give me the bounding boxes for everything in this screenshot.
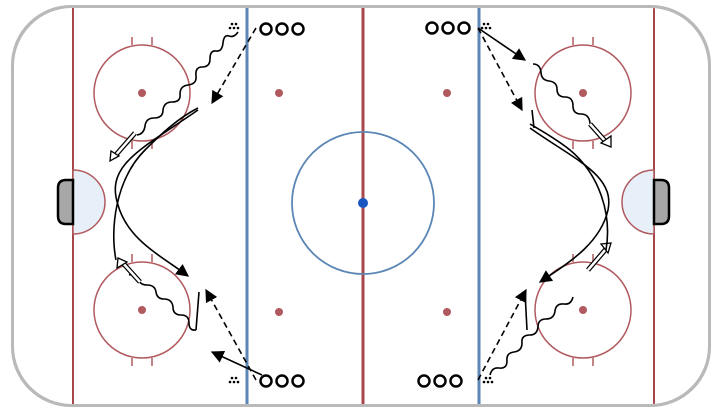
pass-bottom-right [477,288,527,381]
pucks-bottom-right [482,376,494,384]
player-bottom-right-3 [449,374,463,388]
left-net [56,178,75,226]
player-top-right-1 [425,21,439,35]
player-bottom-left-3 [291,374,305,388]
player-bottom-right-2 [433,374,447,388]
puck-piles [228,22,494,384]
player-top-right-2 [441,21,455,35]
center-faceoff-dot [358,198,368,208]
pass-top-left [211,27,257,105]
faceoff-circle-bottom-left [93,254,191,366]
pucks-top-left [228,22,240,30]
return-bottom-left [210,350,263,376]
skate-top-left [114,109,199,277]
player-bottom-left-2 [275,374,289,388]
neutral-dot-bottom-right [443,308,451,316]
right-net [652,178,671,226]
skate-bottom-left [112,107,199,261]
player-top-left-1 [259,22,273,36]
stickhandle-top-right [532,63,599,132]
faceoff-circle-bottom-right [534,254,632,366]
stickhandle-top-left [136,31,239,136]
player-top-left-3 [291,22,305,36]
skate-bottom-right [529,123,609,251]
neutral-dot-top-left [275,89,283,97]
faceoff-circle-top-right [534,37,632,149]
center-faceoff-circle [291,131,435,275]
neutral-dot-top-right [443,89,451,97]
right-goal-crease [621,169,655,235]
player-top-right-3 [457,21,471,35]
players [259,21,471,388]
return-top-right [477,27,527,61]
pucks-bottom-left [228,376,240,384]
pass-top-right [477,27,523,112]
player-bottom-right-1 [417,374,431,388]
stickhandle-bottom-right [489,296,574,376]
left-goal-crease [72,169,106,235]
player-bottom-left-1 [259,374,273,388]
neutral-dot-bottom-left [275,308,283,316]
pucks-top-right [480,22,492,30]
skate-top-right [529,127,610,283]
pass-bottom-left [205,288,257,381]
player-top-left-2 [275,22,289,36]
